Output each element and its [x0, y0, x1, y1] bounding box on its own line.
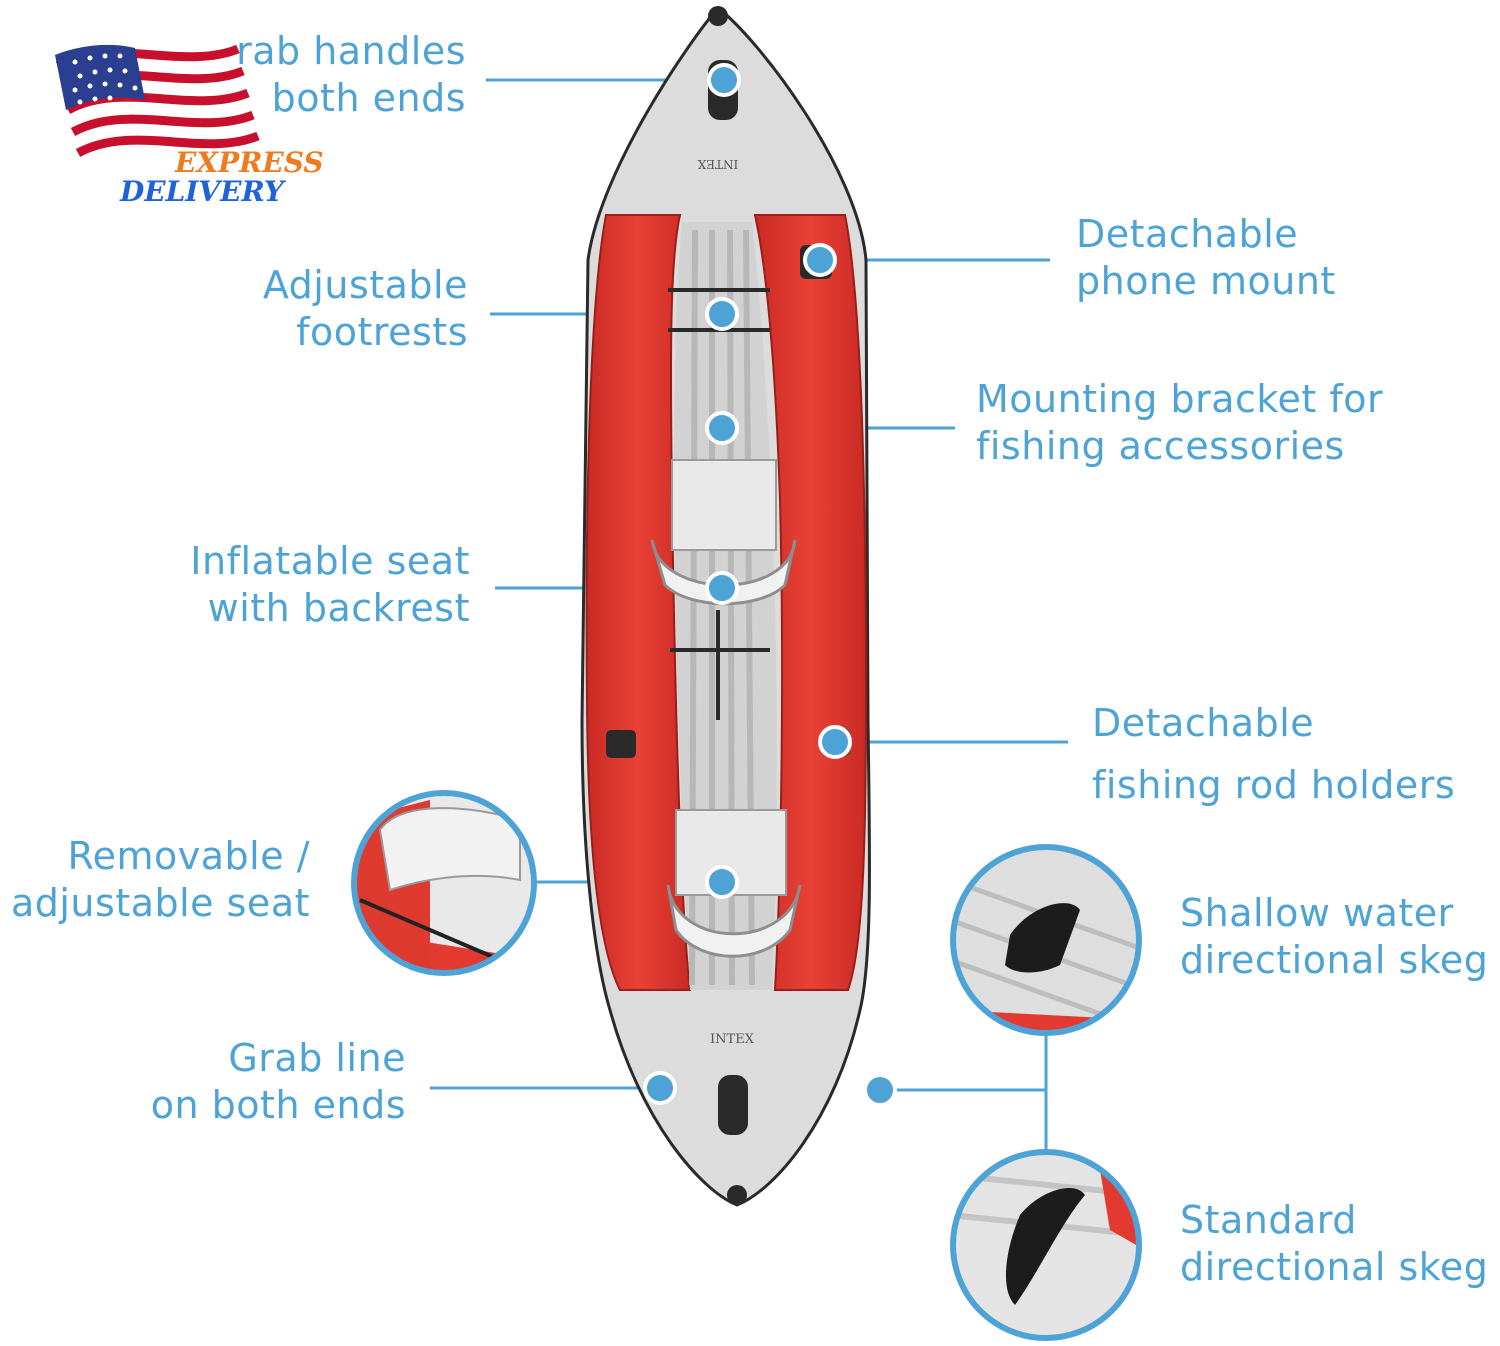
- label-standard-skeg: Standard directional skeg: [1180, 1198, 1489, 1289]
- standard-skeg-inset: [953, 1152, 1139, 1338]
- label-removable-seat: Removable / adjustable seat: [10, 834, 310, 925]
- badge-express: EXPRESS: [175, 146, 324, 179]
- label-shallow-skeg: Shallow water directional skeg: [1180, 891, 1489, 982]
- label-mounting-bracket: Mounting bracket for fishing accessories: [976, 377, 1384, 468]
- badge-delivery: DELIVERY: [120, 175, 284, 208]
- seat-inset-frame: [351, 790, 537, 976]
- shallow-skeg-frame: [950, 844, 1142, 1036]
- label-phone-mount: Detachable phone mount: [1076, 212, 1336, 303]
- label-footrests: Adjustable footrests: [262, 263, 468, 354]
- label-rod-holders: Detachable fishing rod holders: [1092, 701, 1456, 807]
- brand-mark-bottom: INTEX: [710, 1032, 755, 1047]
- label-grab-line: Grab line on both ends: [150, 1036, 406, 1127]
- kayak-hull: [580, 5, 872, 1207]
- callout-dots: [643, 63, 897, 1107]
- standard-skeg-frame: [950, 1149, 1142, 1341]
- brand-mark-top: INTEX: [697, 157, 738, 171]
- label-inflatable-seat: Inflatable seat with backrest: [190, 539, 470, 630]
- label-grab-handles: rab handles both ends: [236, 29, 466, 120]
- us-flag-icon: [55, 38, 260, 165]
